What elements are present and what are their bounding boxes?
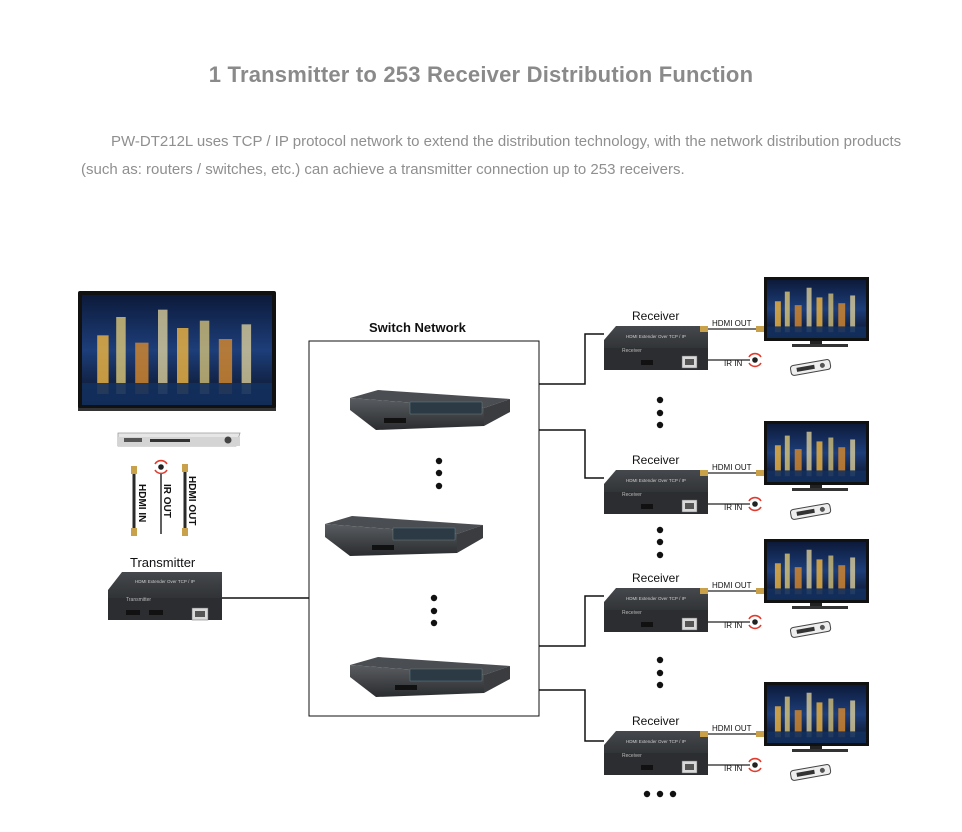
receiver-device: HDMI Extender Over TCP / IP Receiver [604,470,708,514]
ir-out-label: IR OUT [161,484,172,518]
transmitter-device: HDMI Extender Over TCP / IP Transmitter [108,572,222,621]
hdmi-plug-icon [700,731,708,737]
receiver-device-text: HDMI Extender Over TCP / IP [626,739,686,744]
receiver-tv [764,682,869,752]
receiver-device-sublabel: Receiver [622,753,642,759]
hdmi-plug-icon [756,588,764,594]
remote-control-icon [789,503,832,520]
receiver-hdmi-out-label: HDMI OUT [712,319,752,328]
ir-receiver-icon [748,757,762,773]
receiver-tv [764,539,869,609]
receiver-device: HDMI Extender Over TCP / IP Receiver [604,326,708,370]
hdmi-plug-icon [756,731,764,737]
receiver-unit: Receiver HDMI Extender Over TCP / IP Rec… [604,277,869,376]
ir-out-cable [154,459,168,534]
receiver-device-text: HDMI Extender Over TCP / IP [626,334,686,339]
network-switch-3 [350,657,510,697]
hdmi-out-label: HDMI OUT [186,476,197,525]
receiver-label: Receiver [632,714,679,728]
receiver-links [539,333,604,742]
receiver-ir-in-label: IR IN [724,764,742,773]
receiver-unit: Receiver HDMI Extender Over TCP / IP Rec… [604,682,869,781]
network-switch-1 [350,390,510,430]
switch-network-label: Switch Network [369,320,467,335]
hdmi-in-label: HDMI IN [136,484,147,522]
receiver-unit: Receiver HDMI Extender Over TCP / IP Rec… [604,421,869,520]
receiver-device: HDMI Extender Over TCP / IP Receiver [604,731,708,775]
hdmi-plug-icon [756,326,764,332]
receiver-device-sublabel: Receiver [622,610,642,616]
receiver-ir-in-label: IR IN [724,621,742,630]
receiver-label: Receiver [632,309,679,323]
transmitter-label: Transmitter [130,555,196,570]
network-switch-2 [325,516,483,556]
hdmi-plug-icon [700,588,708,594]
remote-control-icon [789,764,832,781]
receiver-device-sublabel: Receiver [622,492,642,498]
receiver-ir-in-label: IR IN [724,359,742,368]
receiver-hdmi-out-label: HDMI OUT [712,463,752,472]
receiver-hdmi-out-label: HDMI OUT [712,724,752,733]
receiver-device-sublabel: Receiver [622,348,642,354]
receiver-device-text: HDMI Extender Over TCP / IP [626,596,686,601]
remote-control-icon [789,359,832,376]
receiver-device-text: HDMI Extender Over TCP / IP [626,478,686,483]
receiver-label: Receiver [632,453,679,467]
hdmi-out-cable [182,464,188,536]
description-text: PW-DT212L uses TCP / IP protocol network… [81,133,902,178]
remote-control-icon [789,621,832,638]
hdmi-plug-icon [756,470,764,476]
page-title: 1 Transmitter to 253 Receiver Distributi… [208,62,754,87]
transmitter-device-text: HDMI Extender Over TCP / IP [135,579,195,584]
ir-receiver-icon [748,352,762,368]
receivers-group: Receiver HDMI Extender Over TCP / IP Rec… [604,277,869,781]
hdmi-plug-icon [700,326,708,332]
receiver-hdmi-out-label: HDMI OUT [712,581,752,590]
transmitter-device-sublabel: Transmitter [126,597,151,603]
hdmi-plug-icon [700,470,708,476]
ellipsis-dots [430,396,677,798]
source-tv [78,291,276,411]
receiver-tv [764,277,869,347]
receiver-tv [764,421,869,491]
dvd-player-icon [117,432,241,447]
hdmi-in-cable [131,466,137,536]
ir-receiver-icon [748,614,762,630]
receiver-label: Receiver [632,571,679,585]
receiver-ir-in-label: IR IN [724,503,742,512]
ir-receiver-icon [748,496,762,512]
receiver-device: HDMI Extender Over TCP / IP Receiver [604,588,708,632]
receiver-unit: Receiver HDMI Extender Over TCP / IP Rec… [604,539,869,638]
